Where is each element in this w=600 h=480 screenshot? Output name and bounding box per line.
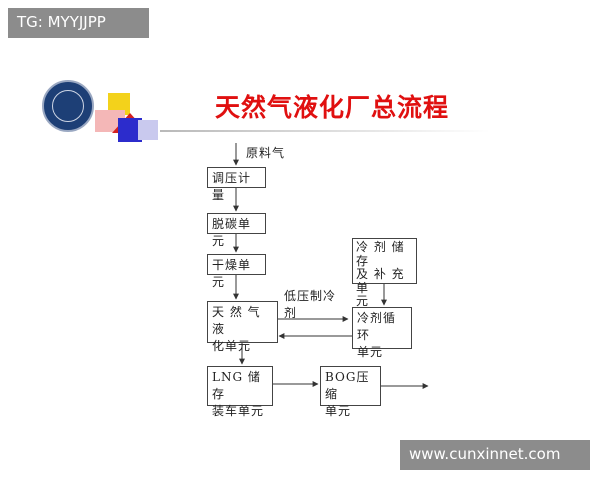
refrigerant-storage-node: 冷 剂 储 存 及 补 充 单 元 bbox=[352, 238, 417, 308]
bog-compression-label-line1: BOG压缩 bbox=[325, 370, 370, 401]
metering-label: 调压计量 bbox=[212, 171, 252, 202]
low-pressure-refrigerant-label: 低压制冷 剂 bbox=[284, 288, 336, 322]
refrigerant-storage-label-line3: 元 bbox=[356, 294, 370, 308]
lng-storage-label-line2: 装车单元 bbox=[212, 404, 265, 418]
liquefaction-label-line2: 化单元 bbox=[212, 339, 252, 353]
drying-node: 干燥单元 bbox=[207, 254, 266, 289]
feed-gas-label: 原料气 bbox=[246, 146, 286, 160]
refrigerant-cycle-node: 冷剂循环 单元 bbox=[352, 307, 412, 359]
decarbonization-label: 脱碳单元 bbox=[212, 217, 252, 248]
watermark-top: TG: MYYJJPP bbox=[8, 8, 149, 38]
drying-label: 干燥单元 bbox=[212, 258, 252, 289]
watermark-bottom: www.cunxinnet.com bbox=[400, 440, 590, 470]
refrigerant-cycle-label-line1: 冷剂循环 bbox=[357, 311, 397, 342]
title-underline bbox=[160, 130, 490, 132]
lng-storage-label-line1: LNG 储 存 bbox=[212, 370, 261, 401]
university-seal-icon bbox=[42, 80, 94, 132]
decarbonization-node: 脱碳单元 bbox=[207, 213, 266, 248]
deco-yellow-square bbox=[108, 93, 130, 115]
lng-storage-node: LNG 储 存 装车单元 bbox=[207, 366, 273, 418]
liquefaction-node: 天 然 气 液 化单元 bbox=[207, 301, 278, 353]
deco-lavender-square bbox=[138, 120, 158, 140]
low-pressure-refrigerant-label-line1: 低压制冷 bbox=[284, 289, 337, 303]
refrigerant-storage-label-line2: 及 补 充 单 bbox=[356, 267, 405, 295]
refrigerant-storage-label-line1: 冷 剂 储 存 bbox=[356, 240, 405, 268]
bog-compression-label-line2: 单元 bbox=[325, 404, 352, 418]
low-pressure-refrigerant-label-line2: 剂 bbox=[284, 306, 298, 320]
metering-node: 调压计量 bbox=[207, 167, 266, 202]
bog-compression-node: BOG压缩 单元 bbox=[320, 366, 381, 418]
refrigerant-cycle-label-line2: 单元 bbox=[357, 345, 384, 359]
liquefaction-label-line1: 天 然 气 液 bbox=[212, 305, 261, 336]
slide-title: 天然气液化厂总流程 bbox=[215, 93, 450, 122]
